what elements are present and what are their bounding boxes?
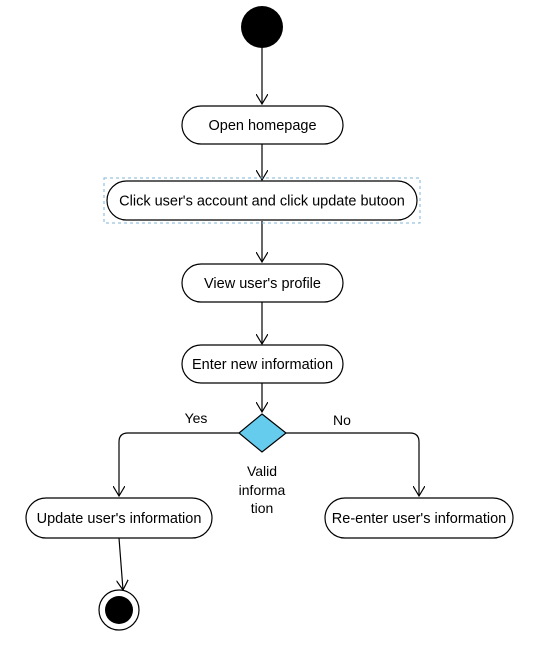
decision-no-label: No xyxy=(333,412,351,428)
decision-condition-line1: Valid xyxy=(247,463,277,479)
start-node xyxy=(241,6,283,48)
edge-decision-no xyxy=(286,432,419,496)
decision-condition-line3: tion xyxy=(251,500,274,516)
selection-box xyxy=(103,177,421,224)
node-click-account-label: Click user's account and click update bu… xyxy=(119,194,405,210)
decision-diamond xyxy=(238,413,287,453)
end-node xyxy=(105,596,133,624)
node-reenter-info-label: Re-enter user's information xyxy=(332,511,506,527)
node-update-info-label: Update user's information xyxy=(37,511,202,527)
node-update-info xyxy=(25,497,213,539)
node-click-account xyxy=(106,180,418,221)
node-view-profile xyxy=(181,263,344,303)
node-enter-info xyxy=(181,344,344,384)
edge-decision-yes xyxy=(119,432,239,496)
node-open-homepage-label: Open homepage xyxy=(208,118,316,134)
decision-condition-line2: informa xyxy=(239,482,286,498)
node-reenter-info xyxy=(324,497,514,539)
edge-update-to-end xyxy=(119,537,123,590)
node-open-homepage xyxy=(181,105,344,145)
decision-yes-label: Yes xyxy=(185,410,208,426)
node-view-profile-label: View user's profile xyxy=(204,276,321,292)
node-enter-info-label: Enter new information xyxy=(192,357,333,373)
